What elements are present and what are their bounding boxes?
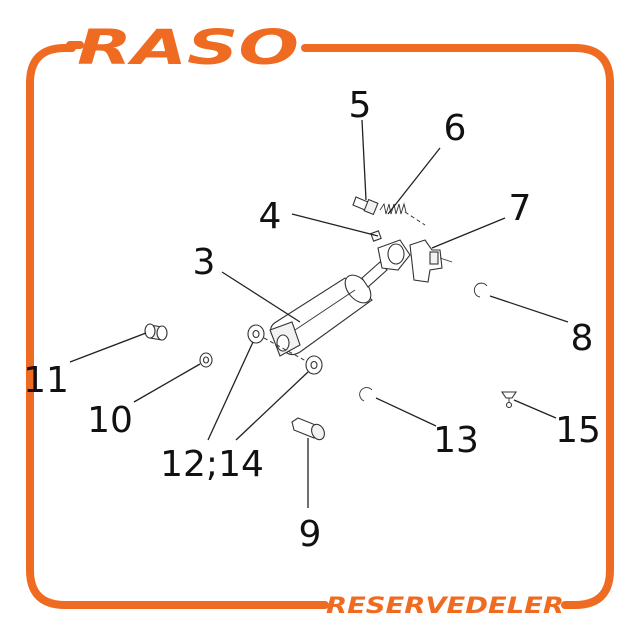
leader-8 <box>489 295 569 323</box>
callout-4: 4 <box>259 196 282 237</box>
part-circlip-8 <box>473 282 488 298</box>
part-bracket <box>409 239 453 283</box>
part-bolt-5 <box>352 196 379 216</box>
callout-13: 13 <box>433 420 479 461</box>
callout-10: 10 <box>87 400 133 441</box>
callout-3: 3 <box>193 242 216 283</box>
callout-15: 15 <box>555 410 601 451</box>
leader-12b <box>235 371 309 441</box>
callout-7: 7 <box>509 188 532 229</box>
leader-4 <box>291 213 379 237</box>
part-washers-12-14 <box>247 324 323 375</box>
callout-9: 9 <box>299 514 322 555</box>
callout-12-14: 12;14 <box>160 444 264 485</box>
leader-12a <box>207 341 254 441</box>
callout-6: 6 <box>444 108 467 149</box>
logo-text: RASO <box>77 20 299 76</box>
leader-15 <box>513 399 557 419</box>
leader-10 <box>133 363 201 403</box>
footer-text: RESERVEDELER <box>326 594 564 619</box>
part-bushing <box>144 323 168 341</box>
part-pin <box>291 417 325 441</box>
part-spring <box>379 202 426 226</box>
leader-3 <box>221 271 301 323</box>
part-clamp <box>370 230 411 271</box>
leader-7 <box>431 217 506 249</box>
part-rivet <box>500 391 518 409</box>
callout-8: 8 <box>571 318 594 359</box>
part-circlip-13 <box>359 387 373 402</box>
raso-logo: RASO <box>77 20 299 76</box>
callout-5: 5 <box>349 85 372 126</box>
callout-11: 11 <box>23 360 69 401</box>
part-damper-cylinder <box>269 261 388 357</box>
leader-5 <box>361 119 367 201</box>
part-washer-10 <box>199 352 213 368</box>
leader-6 <box>387 147 441 215</box>
brand-frame <box>26 41 614 609</box>
leader-11 <box>69 332 147 363</box>
leader-13 <box>375 397 437 427</box>
